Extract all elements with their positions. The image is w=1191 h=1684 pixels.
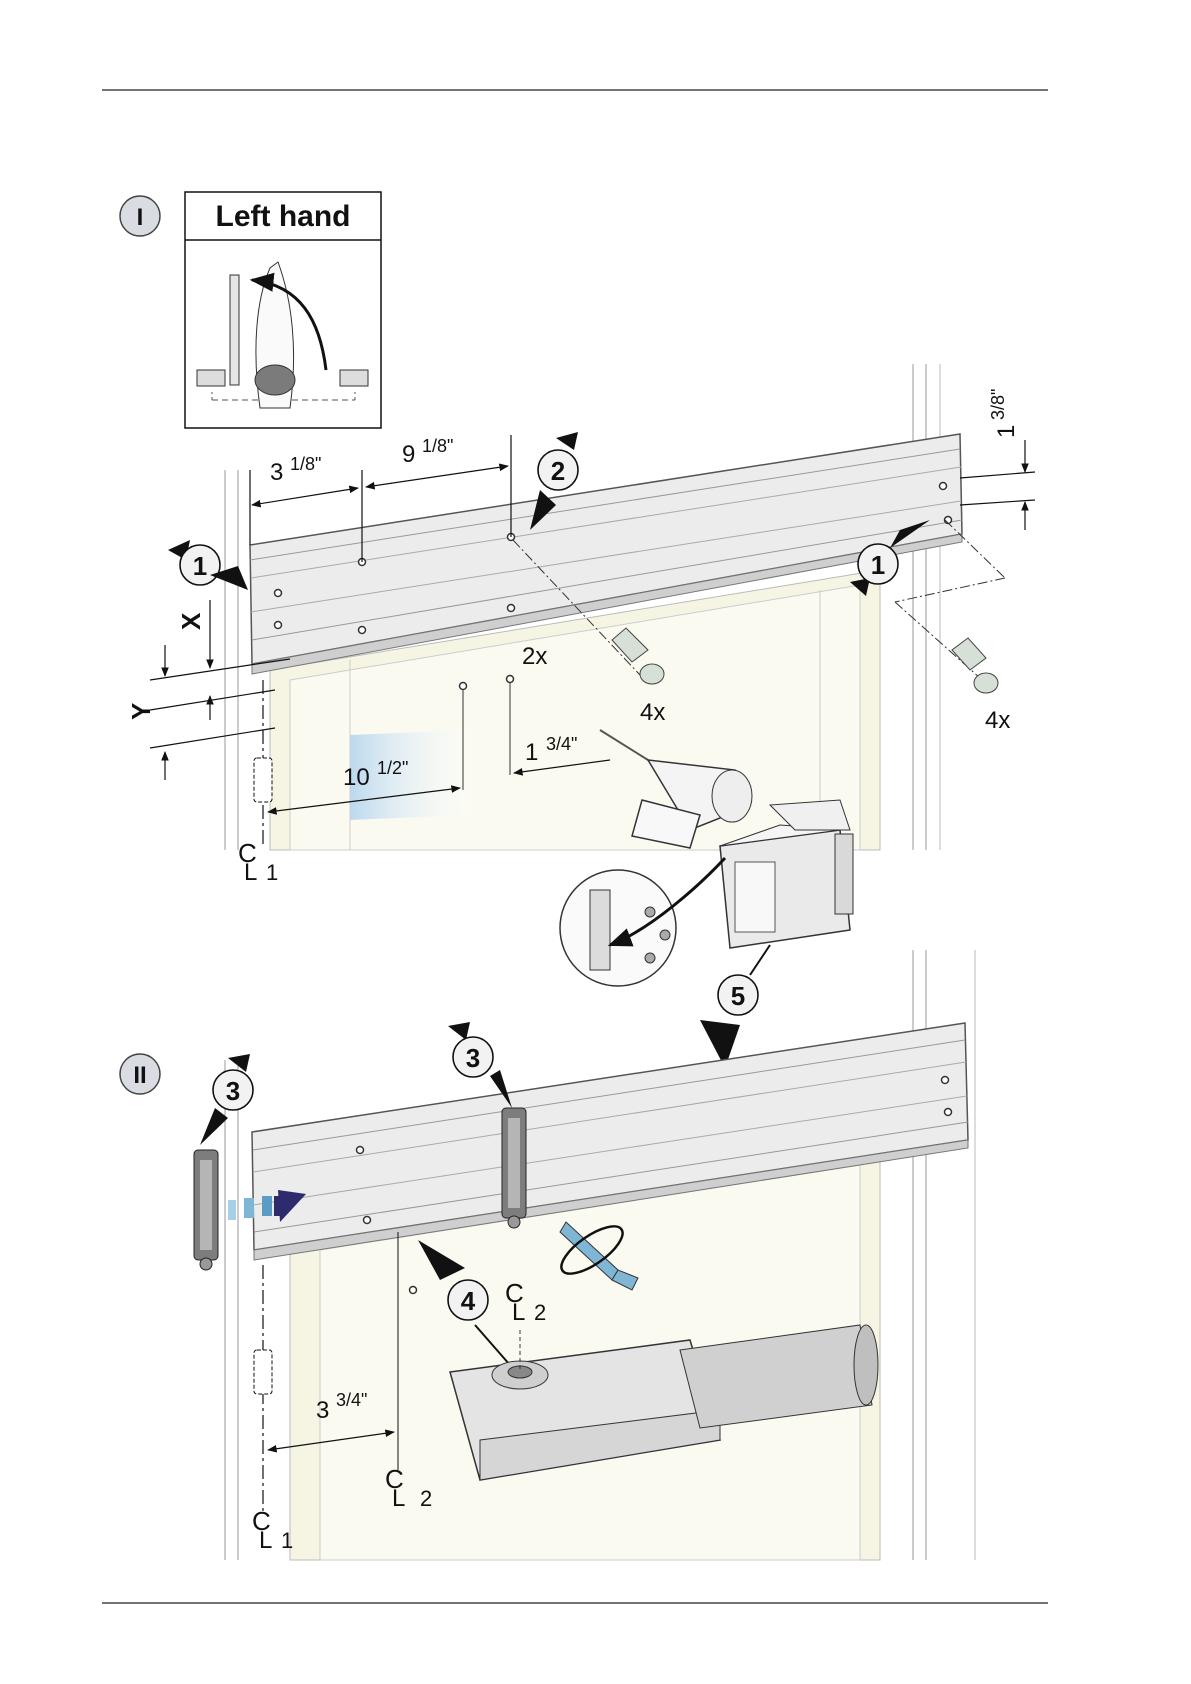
section-two: II (120, 950, 975, 1560)
qty-4x-a: 4x (640, 699, 665, 726)
svg-text:1: 1 (871, 550, 885, 580)
svg-text:2: 2 (534, 1300, 546, 1325)
hand-box-title: Left hand (216, 200, 351, 233)
dim-3-1-8-whole: 3 (270, 459, 283, 486)
svg-text:3: 3 (466, 1043, 480, 1073)
svg-text:L: L (244, 859, 257, 886)
dim-9-1-8-whole: 9 (402, 441, 415, 468)
dim-10-1-2-frac: 1/2" (377, 758, 408, 778)
frame-hole-b (507, 676, 514, 683)
svg-text:3: 3 (226, 1076, 240, 1106)
svg-text:4: 4 (461, 1286, 476, 1316)
hand-box: Left hand (185, 192, 381, 428)
dim-1-3-8-whole: 1 (993, 425, 1020, 438)
clip-middle (502, 1108, 526, 1228)
dim-9-1-8-frac: 1/8" (422, 436, 453, 456)
svg-text:L: L (512, 1299, 525, 1326)
svg-text:L: L (259, 1527, 272, 1554)
qty-4x-b: 4x (985, 707, 1010, 734)
dim-3-1-8-frac: 1/8" (290, 454, 321, 474)
svg-text:5: 5 (731, 981, 745, 1011)
step-badge-3-left: 3 (200, 1054, 253, 1145)
step-badge-5: 5 (700, 945, 770, 1068)
detail-magnifier (560, 858, 725, 986)
svg-text:1: 1 (281, 1528, 293, 1553)
dim-y-label: Y (126, 703, 156, 720)
hinge-centerline-1 (254, 680, 272, 845)
qty-2x: 2x (522, 643, 547, 670)
section-two-marker-label: II (133, 1062, 146, 1089)
dim-x-label: X (176, 612, 206, 630)
svg-text:2: 2 (551, 456, 565, 486)
dim-1-3-4-frac: 3/4" (546, 734, 577, 754)
centerline-label-1-lower: C L 1 (252, 1506, 293, 1554)
svg-text:1: 1 (193, 551, 207, 581)
frame-hole-a (460, 683, 467, 690)
dim-3-3-4-frac: 3/4" (336, 1390, 367, 1410)
svg-text:L: L (392, 1485, 405, 1512)
svg-text:2: 2 (420, 1486, 432, 1511)
section-one-marker-label: I (137, 204, 144, 231)
dim-1-3-4-whole: 1 (525, 739, 538, 766)
dim-10-1-2-whole: 10 (343, 764, 370, 791)
clip-left (194, 1150, 218, 1270)
svg-text:1: 1 (266, 860, 278, 885)
dim-1-3-8-frac: 3/8" (988, 389, 1008, 420)
dim-3-3-4-whole: 3 (316, 1397, 329, 1424)
step-badge-1-left: 1 (168, 540, 248, 590)
section-one: I Left hand (120, 192, 1035, 1068)
